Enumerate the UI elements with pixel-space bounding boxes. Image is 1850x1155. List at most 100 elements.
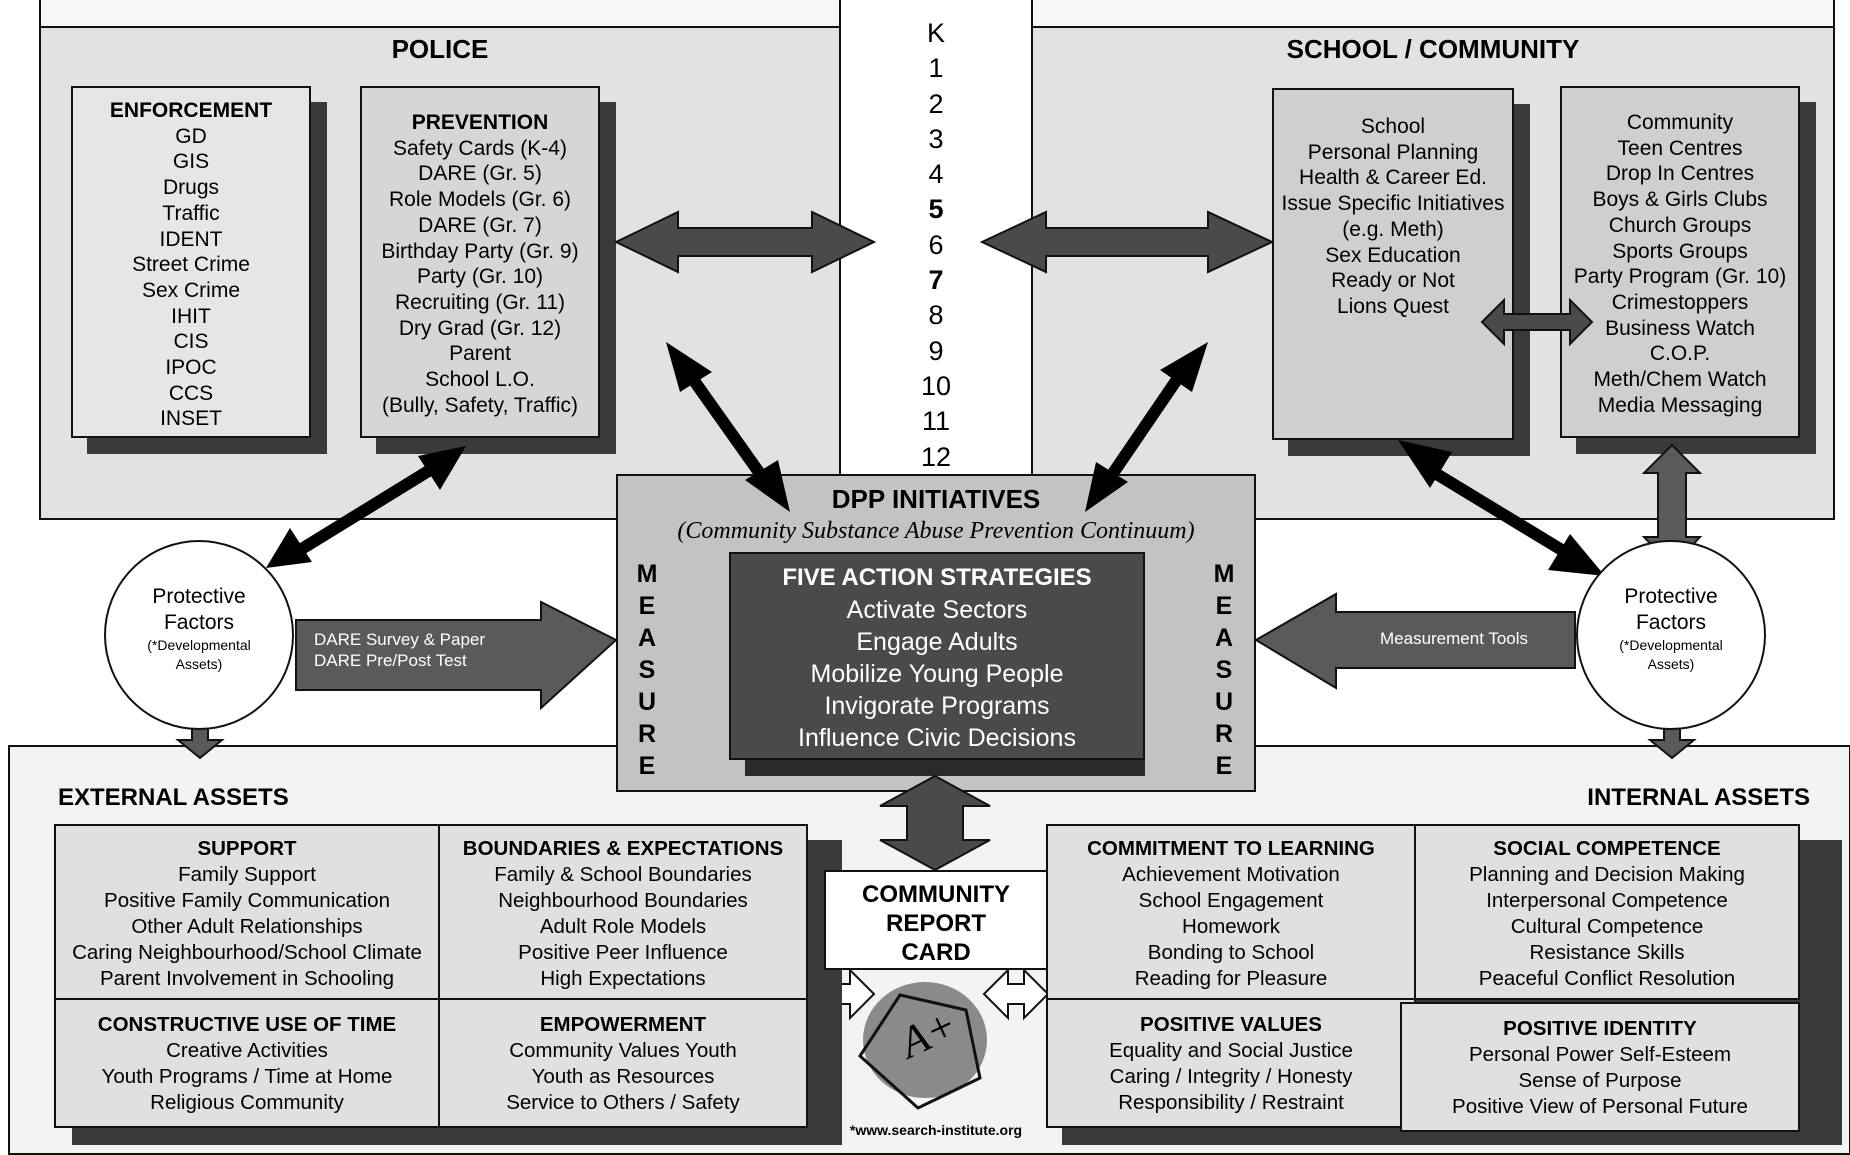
list-item: Caring / Integrity / Honesty [1109, 1065, 1353, 1088]
grade-ladder: K 1 2 3 4 5 6 7 8 9 10 11 12 [876, 16, 996, 475]
grade-label: 4 [928, 159, 944, 190]
strategies-box: FIVE ACTION STRATEGIES Activate Sectors … [729, 552, 1145, 760]
double-arrow-icon [979, 210, 1275, 274]
positive-identity-box: POSITIVE IDENTITY Personal Power Self-Es… [1400, 1002, 1800, 1132]
list-item: Neighbourhood Boundaries [498, 889, 748, 912]
list-item: Family Support [178, 863, 316, 886]
list-item: INSET [160, 407, 222, 431]
list-item: (e.g. Meth) [1342, 217, 1444, 241]
list-item: Reading for Pleasure [1134, 967, 1328, 990]
protective-note: (*Developmental [147, 637, 251, 653]
list-item: Youth as Resources [531, 1065, 715, 1088]
measure-letter: U [1214, 688, 1234, 716]
grade-label: 5 [928, 194, 944, 225]
report-card-line: COMMUNITY [862, 881, 1010, 908]
list-item: Traffic [162, 201, 220, 225]
strategy-item: Mobilize Young People [810, 660, 1064, 688]
measure-letter: E [1215, 752, 1233, 780]
empowerment-box: EMPOWERMENT Community Values Youth Youth… [438, 998, 808, 1128]
list-item: Resistance Skills [1529, 941, 1685, 964]
list-item: Religious Community [150, 1091, 344, 1114]
dare-arrow-label: DARE Survey & Paper DARE Pre/Post Test [314, 629, 485, 671]
list-item: Party Program (Gr. 10) [1573, 265, 1787, 289]
measure-left: M E A S U R E [627, 558, 667, 782]
enforcement-heading: ENFORCEMENT [109, 99, 273, 122]
community-box: Community Teen Centres Drop In Centres B… [1560, 86, 1800, 438]
list-item: Lions Quest [1336, 294, 1450, 318]
dpp-title: DPP INITIATIVES [831, 484, 1041, 514]
list-item: High Expectations [540, 967, 706, 990]
list-item: Service to Others / Safety [506, 1091, 740, 1114]
list-item: Drop In Centres [1605, 162, 1755, 186]
measure-right: M E A S U R E [1204, 558, 1244, 782]
prevention-box: PREVENTION Safety Cards (K-4) DARE (Gr. … [360, 86, 600, 438]
asset-heading: COMMITMENT TO LEARNING [1087, 837, 1375, 860]
list-item: IHIT [171, 304, 211, 328]
strategy-item: Invigorate Programs [824, 692, 1050, 720]
list-item: Dry Grad (Gr. 12) [398, 316, 562, 340]
measure-letter: S [1215, 656, 1233, 684]
measure-letter: E [638, 592, 656, 620]
boundaries-box: BOUNDARIES & EXPECTATIONS Family & Schoo… [438, 824, 808, 1000]
diagonal-arrow-icon [266, 446, 466, 568]
list-item: Creative Activities [166, 1039, 328, 1062]
diagonal-arrow-icon [1085, 342, 1208, 512]
asset-heading: SUPPORT [197, 837, 297, 860]
grade-label: 12 [920, 441, 952, 472]
list-item: Community [1626, 111, 1734, 134]
measure-letter: R [1214, 720, 1234, 748]
list-item: DARE (Gr. 5) [418, 162, 542, 186]
commitment-box: COMMITMENT TO LEARNING Achievement Motiv… [1046, 824, 1416, 1000]
measure-letter: U [637, 688, 657, 716]
measure-letter: E [1215, 592, 1233, 620]
list-item: Caring Neighbourhood/School Climate [72, 941, 422, 964]
report-card-line: CARD [901, 939, 971, 966]
protective-line: Protective [152, 585, 246, 608]
measure-letter: S [638, 656, 656, 684]
list-item: Planning and Decision Making [1469, 863, 1745, 886]
list-item: Positive Family Communication [104, 889, 390, 912]
list-item: Ready or Not [1331, 269, 1455, 293]
list-item: Issue Specific Initiatives [1281, 192, 1505, 216]
list-item: Achievement Motivation [1122, 863, 1340, 886]
diagonal-arrow-icon [1398, 440, 1605, 576]
dare-arrow-icon [295, 600, 618, 711]
support-box: SUPPORT Family Support Positive Family C… [54, 824, 440, 1000]
grade-label: 2 [928, 88, 944, 119]
list-item: GD [175, 124, 207, 148]
list-item: Youth Programs / Time at Home [101, 1065, 393, 1088]
grade-label: K [926, 18, 945, 48]
list-item: Teen Centres [1617, 136, 1743, 160]
asset-heading: EMPOWERMENT [539, 1013, 707, 1036]
list-item: Peaceful Conflict Resolution [1478, 967, 1736, 990]
list-item: Boys & Girls Clubs [1592, 188, 1768, 212]
police-title: POLICE [391, 34, 489, 64]
school-community-title: SCHOOL / COMMUNITY [1286, 34, 1580, 64]
list-item: Parent [449, 342, 511, 366]
list-item: Party (Gr. 10) [416, 265, 544, 289]
measure-letter: M [636, 560, 658, 588]
list-item: Adult Role Models [539, 915, 707, 938]
enforcement-box: ENFORCEMENT GD GIS Drugs Traffic IDENT S… [71, 86, 311, 438]
strategies-heading: FIVE ACTION STRATEGIES [782, 564, 1092, 591]
asset-heading: POSITIVE IDENTITY [1503, 1017, 1697, 1040]
measure-letter: A [637, 624, 657, 652]
protective-note: Assets) [175, 656, 223, 672]
list-item: IDENT [159, 227, 223, 251]
prevention-heading: PREVENTION [411, 111, 549, 134]
grade-label: 3 [928, 123, 944, 154]
list-item: Safety Cards (K-4) [393, 136, 567, 160]
list-item: IPOC [165, 356, 217, 380]
list-item: School [1360, 115, 1426, 138]
list-item: Birthday Party (Gr. 9) [381, 239, 579, 263]
strategy-item: Engage Adults [856, 628, 1018, 656]
list-item: Meth/Chem Watch [1593, 368, 1767, 392]
external-assets-title: EXTERNAL ASSETS [58, 784, 289, 811]
list-item: Role Models (Gr. 6) [388, 188, 572, 212]
list-item: Media Messaging [1597, 393, 1763, 417]
list-item: Homework [1182, 915, 1280, 938]
asset-heading: CONSTRUCTIVE USE OF TIME [97, 1013, 397, 1036]
list-item: C.O.P. [1649, 342, 1711, 366]
asset-heading: BOUNDARIES & EXPECTATIONS [462, 837, 784, 860]
grade-label: 1 [928, 53, 944, 84]
